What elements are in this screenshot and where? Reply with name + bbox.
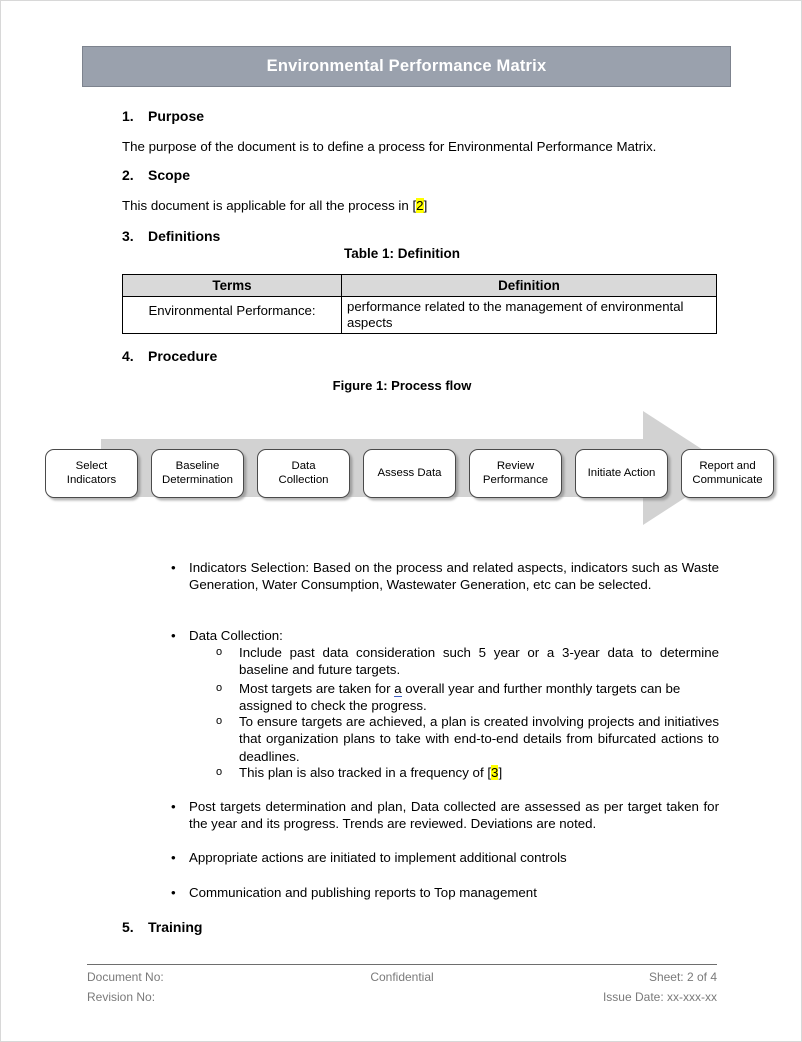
sub-list-item: o Include past data consideration such 5… [216, 644, 719, 679]
heading-purpose-label: Purpose [148, 108, 205, 124]
bullet-marker: • [171, 850, 176, 865]
bullet-marker: • [171, 560, 176, 575]
sub-bullet-marker: o [216, 646, 223, 658]
bullet-marker: • [171, 628, 176, 643]
flow-step-label: Assess Data [377, 466, 442, 479]
table-header-row: Terms Definition [122, 274, 717, 297]
grammar-flagged-word: a [394, 681, 402, 697]
sub-bullet-marker: o [216, 682, 223, 694]
heading-definitions-number: 3. [122, 228, 134, 244]
sub-text-prefix: This plan is also tracked in a frequency… [239, 765, 492, 780]
footer-sheet: Sheet: 2 of 4 [648, 970, 717, 984]
footer-issue-date: Issue Date: xx-xxx-xx [602, 990, 717, 1004]
list-item-text: Data Collection: [189, 628, 283, 643]
table-cell-term: Environmental Performance: [122, 295, 342, 335]
heading-procedure-label: Procedure [148, 348, 218, 364]
bullet-marker: • [171, 799, 176, 814]
list-item-text: Communication and publishing reports to … [189, 885, 537, 900]
document-title-banner: Environmental Performance Matrix [82, 46, 731, 87]
sub-bullet-marker: o [216, 715, 223, 727]
footer-row-1: Document No: Confidential Sheet: 2 of 4 [87, 970, 717, 990]
figure-caption: Figure 1: Process flow [332, 378, 472, 393]
sub-text-highlight: 3 [491, 765, 499, 780]
table-header-terms: Terms [122, 274, 342, 297]
sub-list-item: o Most targets are taken for a overall y… [216, 680, 719, 715]
list-item: • Data Collection: [171, 627, 719, 644]
heading-scope-number: 2. [122, 167, 134, 183]
sub-bullet-marker: o [216, 766, 223, 778]
sub-list-item-text: To ensure targets are achieved, a plan i… [239, 714, 719, 764]
sub-text-suffix: ] [498, 765, 503, 780]
heading-training-label: Training [148, 919, 203, 935]
footer-row-2: Revision No: Issue Date: xx-xxx-xx [87, 990, 717, 1010]
heading-scope: 2. Scope [122, 167, 190, 183]
flow-step-assess-data[interactable]: Assess Data [363, 449, 456, 498]
table-caption: Table 1: Definition [343, 246, 460, 261]
sub-list-item-text: Most targets are taken for a overall yea… [239, 680, 719, 715]
paragraph-purpose: The purpose of the document is to define… [122, 139, 657, 154]
heading-purpose: 1. Purpose [122, 108, 204, 124]
bullet-marker: • [171, 885, 176, 900]
paragraph-scope-highlight: 2 [416, 198, 424, 213]
paragraph-scope-prefix: This document is applicable for all the … [122, 198, 417, 213]
sub-text-part1: Most targets are taken for [239, 681, 395, 696]
list-item: • Communication and publishing reports t… [171, 884, 719, 901]
flow-step-initiate-action[interactable]: Initiate Action [575, 449, 668, 498]
paragraph-scope-suffix: ] [423, 198, 428, 213]
list-item-text: Post targets determination and plan, Dat… [189, 799, 719, 832]
heading-training: 5. Training [122, 919, 202, 935]
footer-confidential: Confidential [370, 970, 434, 984]
sub-list-item: o This plan is also tracked in a frequen… [216, 764, 719, 781]
footer-document-no: Document No: [87, 970, 164, 984]
list-item: • Indicators Selection: Based on the pro… [171, 559, 719, 594]
sub-list-item: o To ensure targets are achieved, a plan… [216, 713, 719, 765]
table-header-definition: Definition [341, 274, 717, 297]
list-item-text: Indicators Selection: Based on the proce… [189, 560, 719, 593]
footer-divider [87, 964, 717, 965]
table-row: Environmental Performance: performance r… [122, 295, 717, 335]
flow-step-label: Initiate Action [587, 466, 656, 479]
heading-training-number: 5. [122, 919, 134, 935]
list-item: • Post targets determination and plan, D… [171, 798, 719, 833]
document-title: Environmental Performance Matrix [266, 57, 547, 75]
sub-list-item-text: This plan is also tracked in a frequency… [239, 764, 719, 781]
heading-definitions: 3. Definitions [122, 228, 220, 244]
heading-procedure: 4. Procedure [122, 348, 217, 364]
definitions-table: Terms Definition Environmental Performan… [122, 274, 717, 335]
table-cell-definition: performance related to the management of… [341, 295, 717, 335]
sub-text-part2: overall year and further monthly targets… [239, 681, 681, 714]
sub-list-item-text: Include past data consideration such 5 y… [239, 645, 719, 678]
heading-scope-label: Scope [148, 167, 191, 183]
list-item: • Appropriate actions are initiated to i… [171, 849, 719, 866]
heading-definitions-label: Definitions [148, 228, 221, 244]
page-footer: Document No: Confidential Sheet: 2 of 4 … [87, 968, 717, 1018]
heading-purpose-number: 1. [122, 108, 134, 124]
paragraph-scope: This document is applicable for all the … [122, 198, 722, 215]
footer-revision-no: Revision No: [87, 990, 156, 1004]
heading-procedure-number: 4. [122, 348, 134, 364]
list-item-text: Appropriate actions are initiated to imp… [189, 850, 567, 865]
